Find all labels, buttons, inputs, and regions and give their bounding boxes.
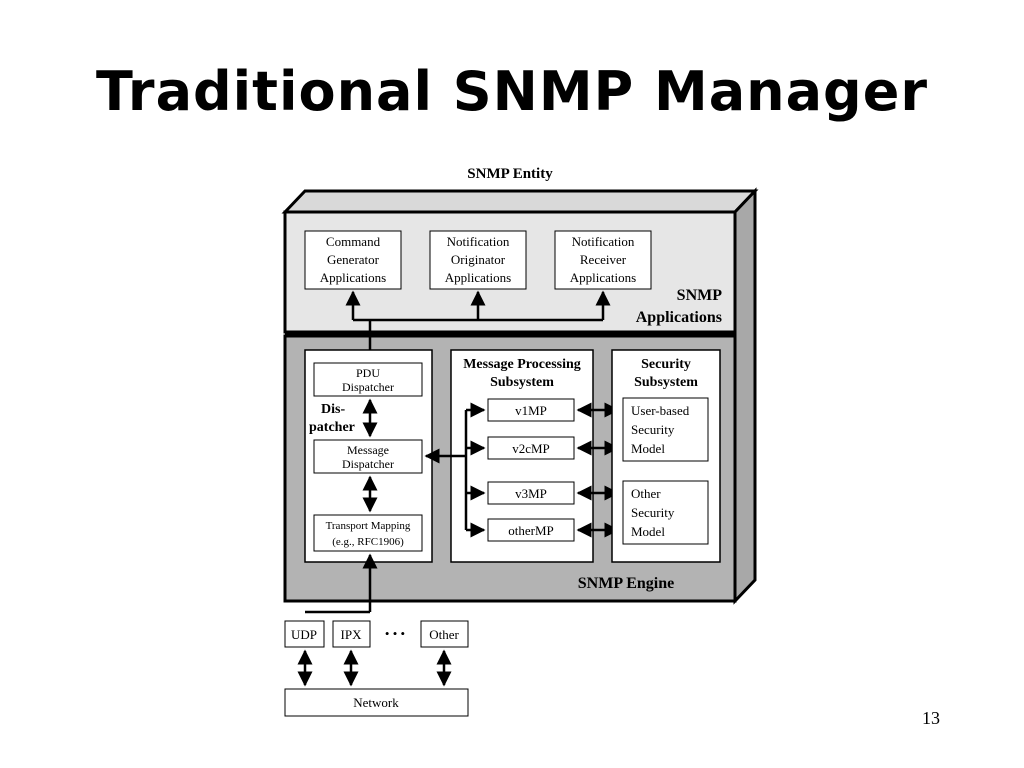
snmp-entity-label: SNMP Entity (467, 166, 553, 182)
svg-text:Security: Security (631, 505, 675, 520)
message-processing-title-2: Subsystem (490, 375, 554, 390)
security-title-1: Security (641, 357, 691, 372)
svg-text:v2cMP: v2cMP (512, 441, 550, 456)
message-dispatcher: Message Dispatcher (313, 439, 423, 474)
transport-mapping: Transport Mapping (e.g., RFC1906) (313, 514, 423, 552)
svg-text:Other: Other (429, 627, 459, 642)
svg-text:Receiver: Receiver (580, 252, 627, 267)
model-v2cmp: v2cMP (487, 436, 575, 460)
svg-text:User-based: User-based (631, 403, 690, 418)
transport-udp: UDP (284, 620, 325, 648)
dispatcher-label-1: Dis- (321, 402, 345, 417)
svg-text:Network: Network (353, 695, 399, 710)
svg-text:Notification: Notification (447, 234, 510, 249)
svg-text:Security: Security (631, 422, 675, 437)
svg-text:Originator: Originator (451, 252, 506, 267)
message-processing-bus (424, 402, 486, 538)
svg-text:Dispatcher: Dispatcher (342, 457, 394, 471)
transport-ellipsis: • • • (385, 626, 405, 641)
svg-text:Applications: Applications (445, 270, 511, 285)
svg-text:otherMP: otherMP (508, 523, 554, 538)
entity-box-side-face (733, 187, 757, 605)
svg-text:Model: Model (631, 441, 665, 456)
dispatcher-label-2: patcher (309, 420, 355, 435)
message-processing-title-1: Message Processing (463, 357, 581, 372)
svg-text:Applications: Applications (320, 270, 386, 285)
svg-text:Generator: Generator (327, 252, 380, 267)
entity-box-top-face (281, 189, 759, 214)
network-box: Network (284, 688, 469, 717)
svg-text:PDU: PDU (356, 366, 380, 380)
transport-other: Other (420, 620, 469, 648)
model-v1mp: v1MP (487, 398, 575, 422)
svg-text:IPX: IPX (341, 627, 363, 642)
model-v3mp: v3MP (487, 481, 575, 505)
snmp-applications-label-2: Applications (636, 309, 722, 326)
model-othermp: otherMP (487, 518, 575, 542)
transport-ipx: IPX (332, 620, 371, 648)
user-based-security-model: User-based Security Model (622, 397, 709, 462)
snmp-applications-label-1: SNMP (677, 287, 723, 304)
svg-text:(e.g., RFC1906): (e.g., RFC1906) (332, 536, 404, 548)
svg-text:UDP: UDP (291, 627, 317, 642)
pdu-dispatcher: PDU Dispatcher (313, 362, 423, 397)
svg-text:Other: Other (631, 486, 661, 501)
transport-bus (305, 600, 372, 614)
snmp-engine-label: SNMP Engine (578, 575, 674, 592)
network-arrows (297, 649, 452, 687)
svg-text:Message: Message (347, 443, 389, 457)
svg-text:Model: Model (631, 524, 665, 539)
notification-receiver-applications: Notification Receiver Applications (554, 230, 652, 290)
page-number: 13 (922, 708, 940, 728)
svg-text:Notification: Notification (572, 234, 635, 249)
svg-text:v1MP: v1MP (515, 403, 547, 418)
svg-text:Transport Mapping: Transport Mapping (326, 520, 411, 532)
slide-title: Traditional SNMP Manager (96, 60, 928, 123)
command-generator-applications: Command Generator Applications (304, 230, 402, 290)
svg-text:v3MP: v3MP (515, 486, 547, 501)
security-title-2: Subsystem (634, 375, 698, 390)
svg-text:Command: Command (326, 234, 381, 249)
other-security-model: Other Security Model (622, 480, 709, 545)
svg-text:Applications: Applications (570, 270, 636, 285)
notification-originator-applications: Notification Originator Applications (429, 230, 527, 290)
svg-text:Dispatcher: Dispatcher (342, 380, 394, 394)
